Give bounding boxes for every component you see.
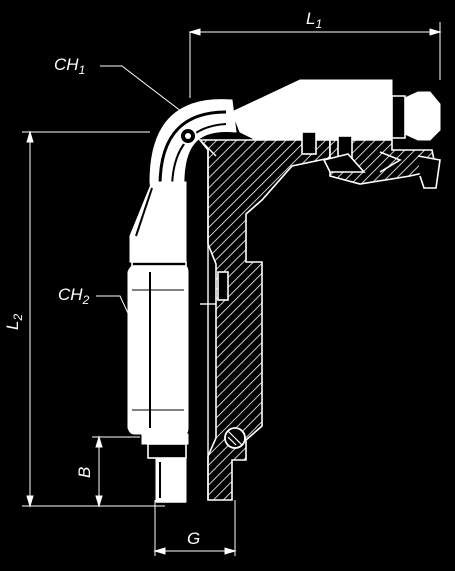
bottom-stud [141, 433, 189, 503]
svg-text:L2: L2 [3, 314, 25, 330]
label-b: B [75, 467, 94, 478]
label-l1: L1 [306, 9, 322, 31]
label-ch2: CH2 [58, 285, 90, 307]
ch1-leader [100, 65, 191, 119]
label-l2: L2 [3, 314, 25, 330]
section-body [198, 131, 441, 501]
hex-nut [127, 265, 189, 435]
dimension-b [92, 435, 140, 508]
dimension-l2 [22, 130, 165, 508]
dimension-l1 [188, 22, 442, 98]
top-cone-nut [231, 79, 441, 147]
dimension-g [153, 500, 237, 556]
elbow-tube [149, 99, 237, 201]
lower-cone [129, 181, 187, 267]
label-g: G [187, 529, 200, 548]
svg-text:B: B [75, 467, 94, 478]
label-ch1: CH1 [54, 55, 85, 77]
